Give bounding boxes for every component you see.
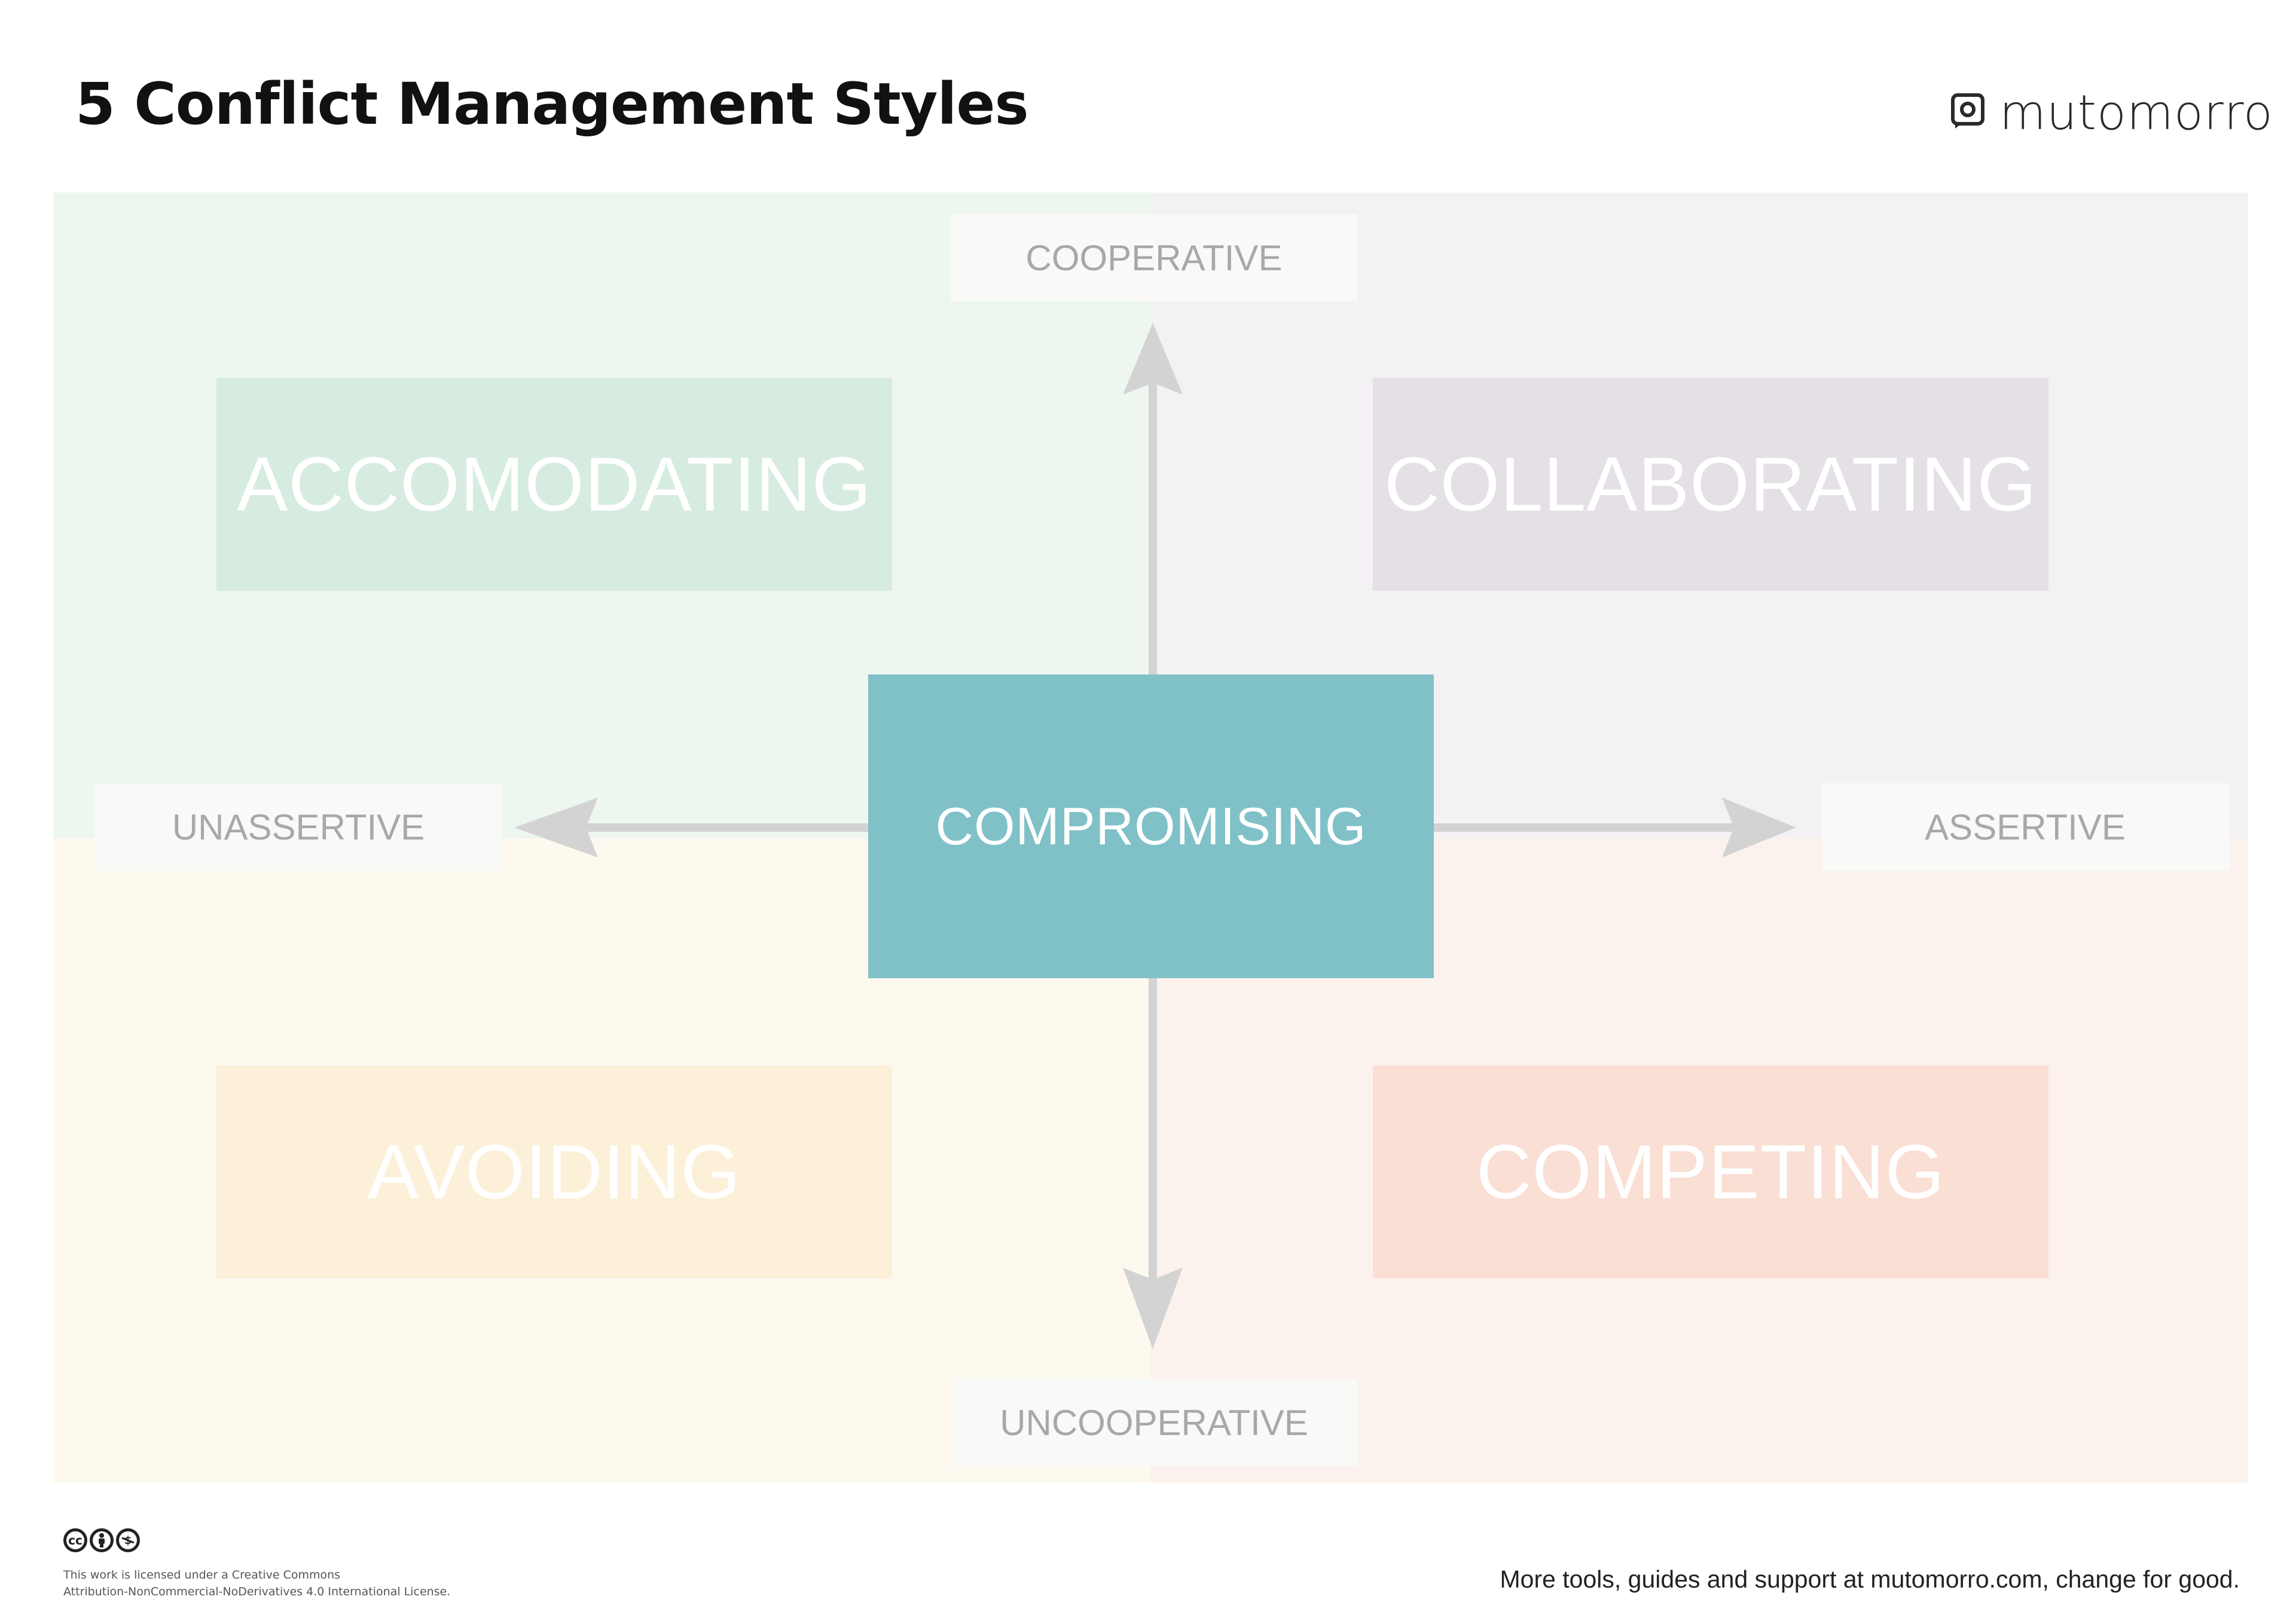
axis-label-cooperative: COOPERATIVE [951, 214, 1357, 301]
style-avoiding: AVOIDING [216, 1066, 892, 1278]
license-line-1: This work is licensed under a Creative C… [63, 1568, 341, 1582]
footer-text[interactable]: More tools, guides and support at mutomo… [1500, 1565, 2240, 1593]
license-line-2: Attribution-NonCommercial-NoDerivatives … [63, 1585, 451, 1598]
style-collaborating: COLLABORATING [1373, 378, 2048, 591]
style-competing: COMPETING [1373, 1066, 2048, 1278]
style-accomodating: ACCOMODATING [216, 378, 892, 591]
by-icon [90, 1528, 114, 1552]
brand[interactable]: mutomorro [1950, 83, 2273, 142]
cc-icon: cc [63, 1528, 87, 1552]
brand-name: mutomorro [1999, 84, 2273, 141]
axis-label-assertive: ASSERTIVE [1821, 783, 2229, 871]
license-text: This work is licensed under a Creative C… [63, 1567, 450, 1600]
page-title: 5 Conflict Management Styles [75, 71, 1029, 138]
mutomorro-logo-icon [1950, 93, 1986, 133]
license-icons[interactable]: cc $ [63, 1528, 140, 1552]
nc-icon: $ [116, 1528, 140, 1552]
axis-label-uncooperative: UNCOOPERATIVE [951, 1379, 1357, 1466]
style-compromising: COMPROMISING [868, 674, 1434, 978]
axis-label-unassertive: UNASSERTIVE [94, 783, 502, 871]
